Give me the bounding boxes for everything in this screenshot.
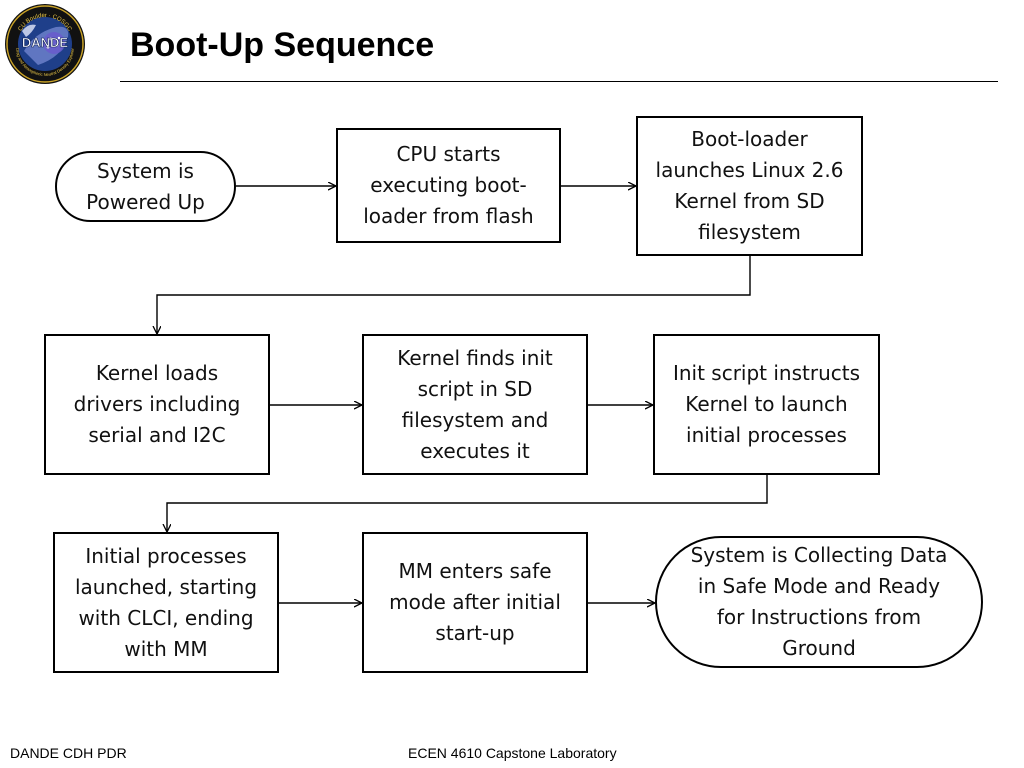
node-kernel-finds-init-script: Kernel finds init script in SD filesyste…	[362, 334, 588, 475]
node-label: Kernel loads drivers including serial an…	[73, 361, 241, 447]
node-mm-enters-safe-mode: MM enters safe mode after initial start-…	[362, 532, 588, 673]
title-divider	[120, 81, 998, 82]
node-init-script-instructs-kernel: Init script instructs Kernel to launch i…	[653, 334, 880, 475]
node-cpu-starts-bootloader: CPU starts executing boot- loader from f…	[336, 128, 561, 243]
node-label: System is Collecting Data in Safe Mode a…	[690, 543, 948, 660]
node-label: Kernel finds init script in SD filesyste…	[397, 345, 553, 463]
edge-n6-n7	[167, 474, 768, 532]
dande-logo: DANDE CU Boulder · COSGC Drag and Atmosp…	[5, 4, 85, 84]
node-system-collecting-data: System is Collecting Data in Safe Mode a…	[655, 536, 983, 668]
node-label: Init script instructs Kernel to launch i…	[672, 361, 861, 447]
edge-n3-n4	[157, 255, 751, 334]
node-label: CPU starts executing boot- loader from f…	[363, 142, 534, 228]
footer-left: DANDE CDH PDR	[10, 745, 127, 761]
node-bootloader-launches-kernel: Boot-loader launches Linux 2.6 Kernel fr…	[636, 116, 863, 256]
node-initial-processes-launched: Initial processes launched, starting wit…	[53, 532, 279, 673]
node-label: MM enters safe mode after initial start-…	[389, 559, 561, 645]
node-kernel-loads-drivers: Kernel loads drivers including serial an…	[44, 334, 270, 475]
slide-title: Boot-Up Sequence	[130, 26, 435, 64]
node-label: Initial processes launched, starting wit…	[74, 543, 258, 661]
footer-center: ECEN 4610 Capstone Laboratory	[408, 745, 617, 761]
svg-text:DANDE: DANDE	[22, 35, 69, 50]
node-label: System is Powered Up	[86, 158, 205, 214]
node-system-powered-up: System is Powered Up	[55, 151, 236, 222]
node-label: Boot-loader launches Linux 2.6 Kernel fr…	[655, 127, 844, 244]
